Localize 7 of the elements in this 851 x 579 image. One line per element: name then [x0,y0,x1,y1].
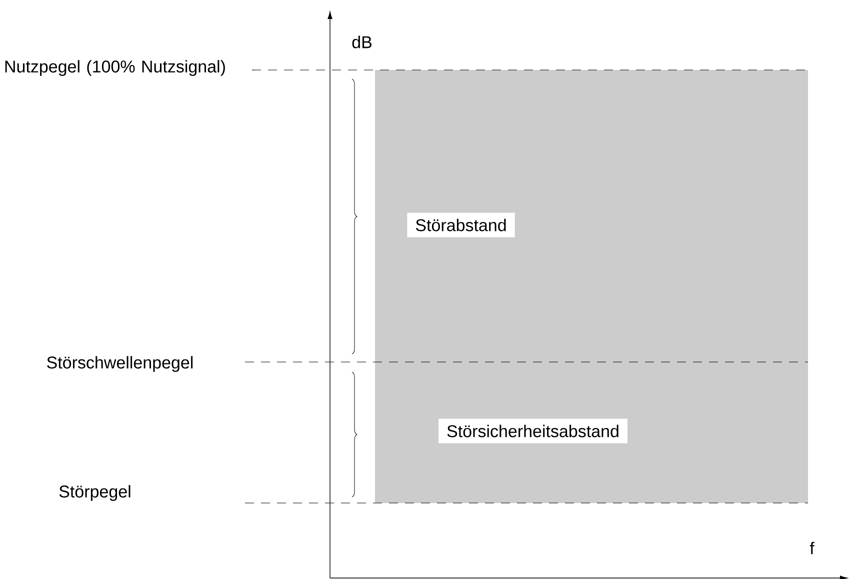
region-label: Störsicherheitsabstand [438,418,628,444]
level-label: Störschwellenpegel [47,356,193,372]
level-label: Störpegel [59,485,130,501]
axis-label: dB [352,36,372,48]
level-label: Nutzpegel (100% Nutzsignal) [5,60,225,76]
axis-label: f [810,542,814,554]
region-label: Störabstand [407,212,515,238]
